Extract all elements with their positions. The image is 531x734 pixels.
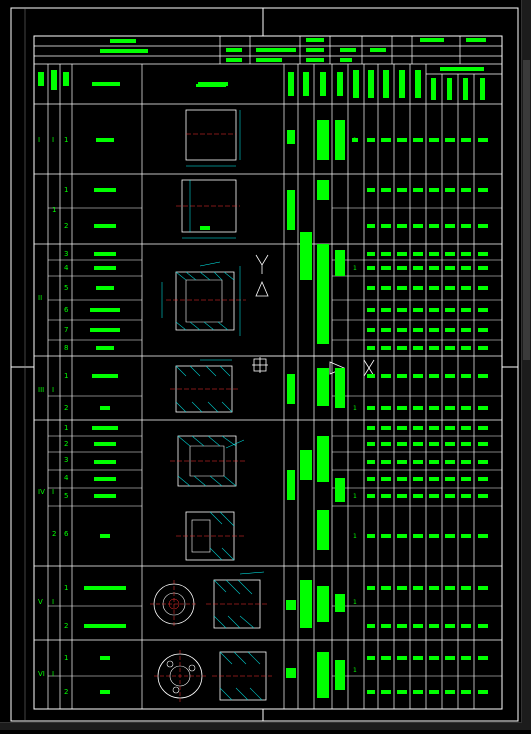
- svg-text:2: 2: [64, 622, 68, 630]
- sketch-bolt-holes: [154, 650, 272, 702]
- svg-text:5: 5: [64, 492, 68, 500]
- svg-text:1: 1: [52, 206, 56, 214]
- svg-text:V: V: [38, 598, 43, 606]
- svg-text:1: 1: [64, 424, 68, 432]
- svg-text:III: III: [38, 386, 44, 394]
- svg-text:2: 2: [64, 404, 68, 412]
- svg-text:2: 2: [64, 688, 68, 696]
- sketch-turning: [176, 179, 240, 239]
- svg-text:1: 1: [353, 599, 357, 606]
- svg-text:4: 4: [64, 264, 69, 272]
- horizontal-scrollbar[interactable]: [0, 722, 522, 730]
- vertical-scrollbar[interactable]: [521, 0, 531, 730]
- svg-text:1: 1: [353, 533, 357, 540]
- svg-text:I: I: [52, 386, 54, 394]
- svg-text:1: 1: [64, 372, 68, 380]
- surface-arrow-icon: [255, 280, 269, 297]
- sketch-section-c: [170, 435, 246, 487]
- svg-text:3: 3: [64, 456, 68, 464]
- header-block: [34, 36, 502, 65]
- svg-text:IV: IV: [38, 488, 45, 496]
- roughness-y-icon: [255, 254, 269, 274]
- svg-text:I: I: [52, 598, 54, 606]
- sketch-section-a: [161, 261, 246, 336]
- svg-text:I: I: [52, 488, 54, 496]
- svg-text:6: 6: [64, 306, 69, 314]
- svg-text:1: 1: [353, 137, 357, 144]
- step-descriptions: [84, 138, 126, 694]
- equipment-column: [286, 120, 345, 698]
- svg-text:7: 7: [64, 326, 68, 334]
- svg-text:4: 4: [64, 474, 69, 482]
- vertical-scrollbar-thumb[interactable]: [523, 60, 530, 360]
- crosshair-icon: [252, 357, 268, 373]
- header-labels: [100, 38, 486, 62]
- svg-text:1: 1: [353, 265, 357, 272]
- step-rows: [48, 207, 502, 677]
- single-digit-column: 1 1 1 1 1 1 1: [353, 137, 357, 674]
- svg-text:1: 1: [353, 405, 357, 412]
- svg-text:II: II: [38, 294, 42, 302]
- svg-text:1: 1: [64, 584, 68, 592]
- column-header: [34, 64, 502, 709]
- svg-text:3: 3: [64, 250, 68, 258]
- svg-text:1: 1: [64, 186, 68, 194]
- sketch-bar-stock: [185, 84, 241, 167]
- outer-frame: [10, 7, 519, 722]
- svg-text:6: 6: [64, 530, 69, 538]
- sketch-section-b: [170, 359, 238, 413]
- svg-text:1: 1: [353, 493, 357, 500]
- svg-text:I: I: [52, 670, 54, 678]
- svg-text:2: 2: [64, 440, 68, 448]
- svg-text:1: 1: [64, 136, 68, 144]
- svg-text:8: 8: [64, 344, 68, 352]
- svg-text:1: 1: [353, 667, 357, 674]
- svg-text:2: 2: [64, 222, 68, 230]
- sketch-section-d: [176, 511, 244, 561]
- column-header-labels: [38, 67, 485, 100]
- parameter-values: [352, 138, 488, 694]
- svg-text:2: 2: [52, 530, 56, 538]
- svg-text:I: I: [38, 136, 40, 144]
- inner-frame: [33, 35, 503, 710]
- svg-text:VI: VI: [38, 670, 45, 678]
- svg-text:5: 5: [64, 284, 68, 292]
- svg-text:1: 1: [64, 654, 68, 662]
- sketch-flange-view: [150, 571, 268, 629]
- roughness-x-icon: [363, 359, 375, 377]
- svg-text:I: I: [52, 136, 54, 144]
